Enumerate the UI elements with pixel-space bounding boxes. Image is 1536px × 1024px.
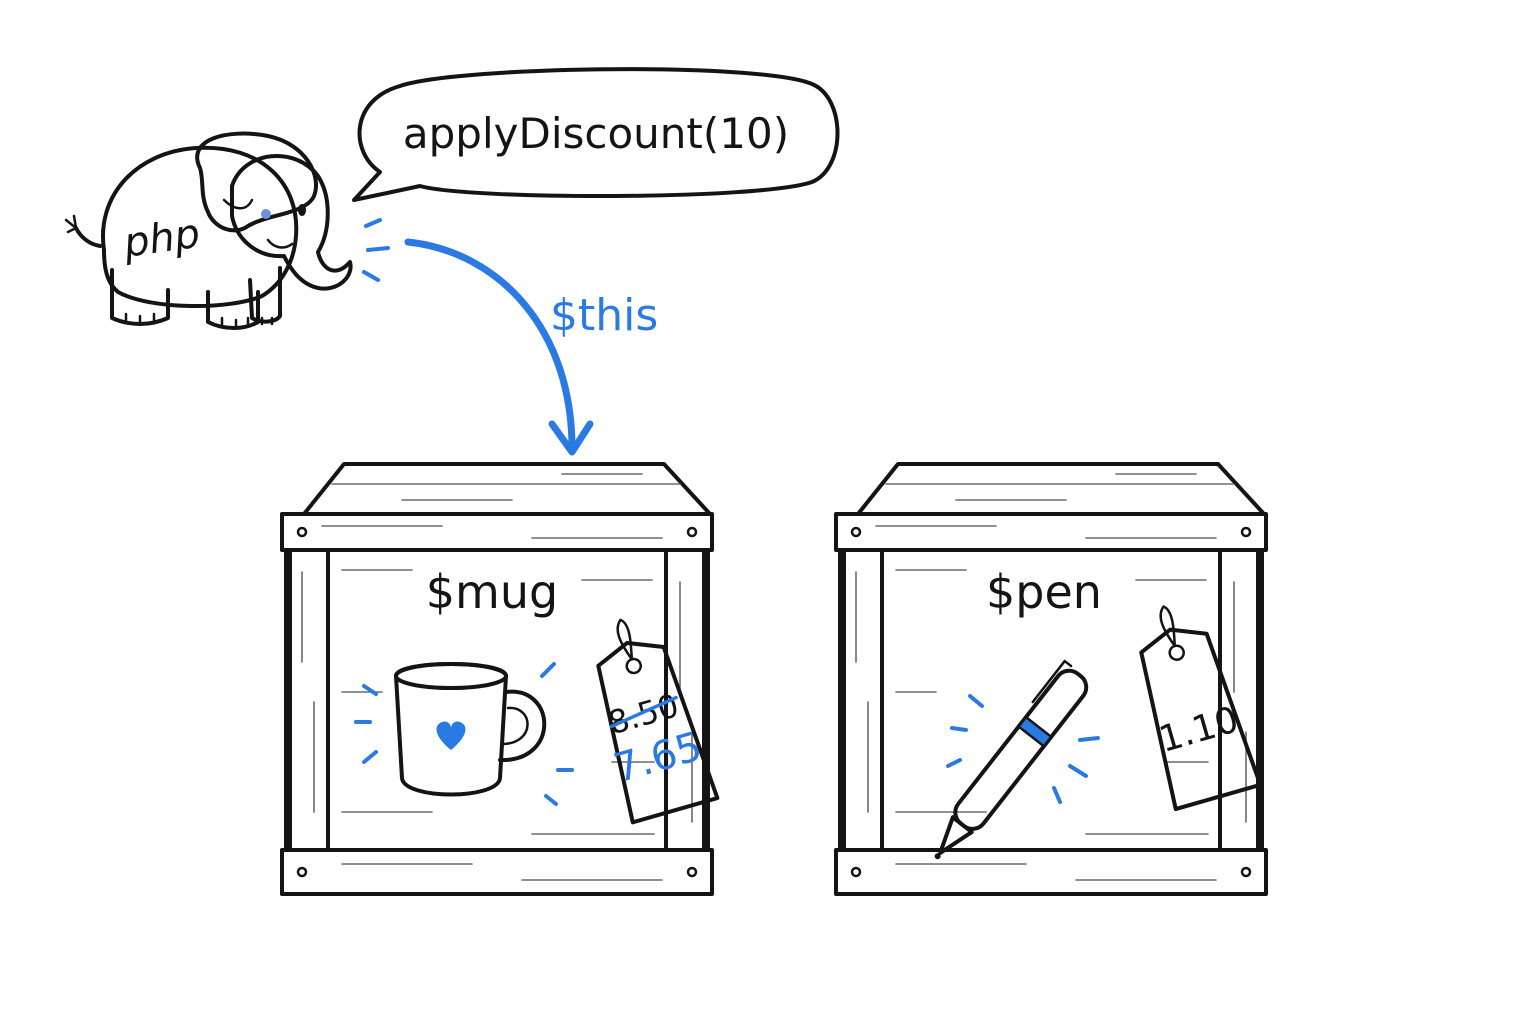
arrow-label: $this xyxy=(550,290,658,341)
crate-mug xyxy=(280,462,714,896)
elephant-label: php xyxy=(120,211,203,267)
mug-price-tag xyxy=(596,618,720,825)
old-price-strike xyxy=(609,695,678,729)
pen-price: 1.10 xyxy=(1155,699,1243,761)
speech-bubble xyxy=(352,67,840,202)
crate-mug-label: $mug xyxy=(426,565,558,619)
pen-price-tag xyxy=(1139,605,1263,812)
crate-pen-label: $pen xyxy=(986,565,1102,619)
speech-bubble-text: applyDiscount(10) xyxy=(403,109,789,158)
mug-icon xyxy=(354,662,574,806)
pen-icon xyxy=(934,659,1089,860)
trunk-action-lines xyxy=(362,218,390,282)
pen-sparkles xyxy=(946,694,1100,804)
this-arrow xyxy=(404,238,594,456)
elephant-icon xyxy=(64,131,353,330)
